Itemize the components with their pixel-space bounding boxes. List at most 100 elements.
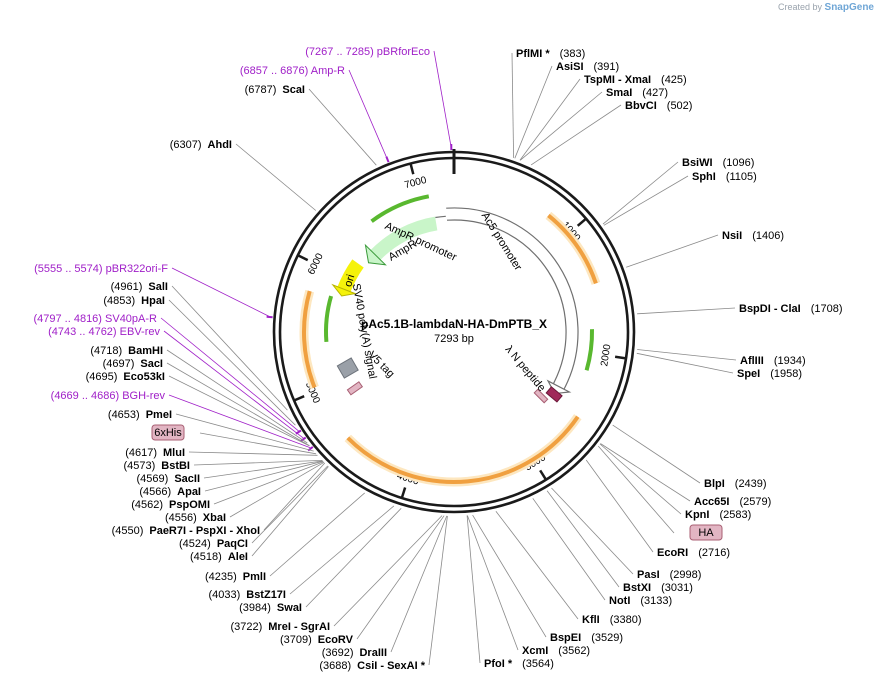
- enzyme-name: SalI: [148, 281, 168, 293]
- enzyme-site: (2583): [719, 509, 751, 521]
- enzyme-name: NotI: [609, 595, 630, 607]
- enzyme-site: (427): [642, 87, 668, 99]
- tick-mark: [576, 217, 587, 227]
- enzyme-site-label: SacI(4697): [103, 358, 163, 370]
- enzyme-site-label: AleI(4518): [190, 551, 248, 563]
- label-leader: [203, 460, 323, 479]
- enzyme-name: HpaI: [141, 295, 165, 307]
- enzyme-site-label: BlpI(2439): [704, 478, 767, 490]
- enzyme-site-label: AflIII(1934): [740, 355, 806, 367]
- label-leader: [251, 465, 329, 544]
- enzyme-site: (4617): [125, 447, 157, 459]
- label-leader: [467, 515, 519, 651]
- label-leader: [602, 161, 679, 225]
- enzyme-name: AhdI: [208, 139, 232, 151]
- backbone-inner-strand: [278, 156, 630, 508]
- label-leader: [171, 267, 271, 318]
- enzyme-site: (4562): [131, 499, 163, 511]
- plasmid-size: 7293 bp: [434, 333, 474, 345]
- enzyme-site-label: HpaI (4853): [103, 295, 165, 307]
- label-leader: [251, 466, 329, 557]
- feature-badge-label: 6xHis: [154, 427, 182, 439]
- label-leaders: [160, 50, 737, 666]
- label-leader: [519, 91, 603, 161]
- enzyme-name: XbaI: [203, 512, 226, 524]
- plasmid-name: pAc5.1B-lambdaN-HA-DmPTB_X: [361, 317, 547, 331]
- enzyme-name: PfoI *: [484, 658, 513, 670]
- enzyme-site-label: KpnI (2583): [685, 509, 751, 521]
- enzyme-site: (425): [661, 74, 687, 86]
- enzyme-site: (4556): [165, 512, 197, 524]
- label-leader: [168, 375, 310, 447]
- enzyme-site-label: SalI (4961): [111, 281, 168, 293]
- label-leader: [289, 505, 395, 595]
- enzyme-site-label: XbaI (4556): [165, 512, 226, 524]
- enzyme-site: (3562): [558, 645, 590, 657]
- enzyme-site: (4524): [179, 538, 211, 550]
- enzyme-site-label: BsiWI(1096): [682, 157, 754, 169]
- map-center: pAc5.1B-lambdaN-HA-DmPTB_X 7293 bp: [361, 317, 547, 345]
- enzyme-name: PmeI: [146, 409, 172, 421]
- tick-mark: [409, 163, 415, 175]
- enzyme-name: PmlI: [243, 571, 266, 583]
- label-leader: [603, 175, 689, 226]
- enzyme-site-label: XcmI(3562): [522, 645, 590, 657]
- label-leader: [551, 487, 634, 575]
- orf-arc-2-halo: [344, 414, 582, 487]
- enzyme-site: (4718): [90, 345, 122, 357]
- enzyme-name: PspOMI: [169, 499, 210, 511]
- enzyme-site: (3688): [319, 660, 351, 672]
- enzyme-name: SpeI: [737, 368, 760, 380]
- ampr-arrowhead: [364, 243, 387, 266]
- feature-badge: [689, 524, 723, 541]
- enzyme-name: PasI: [637, 569, 660, 581]
- lambda-n-peptide-mark: [545, 386, 563, 403]
- label-leader: [356, 515, 445, 640]
- enzyme-site-label: KflI(3380): [582, 614, 642, 626]
- label-leader: [163, 330, 305, 440]
- enzyme-site: (4550): [112, 525, 144, 537]
- enzyme-site-label: Eco53kI(4695): [86, 371, 165, 383]
- enzyme-name: PflMI *: [516, 48, 550, 60]
- enzyme-site-label: SphI(1105): [692, 171, 757, 183]
- label-leader: [530, 104, 622, 166]
- enzyme-name: CsiI - SexAI *: [357, 660, 426, 672]
- feature-badge-label: HA: [698, 527, 714, 539]
- enzyme-name: KflI: [582, 614, 600, 626]
- label-leader: [599, 443, 682, 515]
- enzyme-site-label: SwaI(3984): [239, 602, 302, 614]
- label-leader: [390, 515, 448, 653]
- ampr-promoter-arrow: [435, 215, 446, 219]
- orf-arc-3: [302, 290, 317, 389]
- enzyme-name: Eco53kI: [123, 371, 165, 383]
- enzyme-site: (4853): [103, 295, 135, 307]
- primer-label: (4669 .. 4686) BGH-rev: [51, 390, 166, 402]
- enzyme-site-label: MreI - SgrAI(3722): [230, 621, 330, 633]
- enzyme-site-label: Acc65I(2579): [694, 496, 771, 508]
- label-leader: [168, 394, 312, 449]
- enzyme-name: KpnI: [685, 509, 709, 521]
- enzyme-site: (2439): [735, 478, 767, 490]
- enzyme-site: (3133): [640, 595, 672, 607]
- enzyme-site-label: ApaI(4566): [139, 486, 201, 498]
- enzyme-site: (2579): [739, 496, 771, 508]
- feature-label: ori: [342, 273, 357, 288]
- enzyme-site: (3984): [239, 602, 271, 614]
- primer-binding-mark: [300, 436, 307, 442]
- enzyme-site: (4573): [123, 460, 155, 472]
- primer-binding-mark: [385, 156, 390, 163]
- enzyme-name: ScaI: [282, 84, 305, 96]
- enzyme-site: (6787): [245, 84, 277, 96]
- orf-arc-1: [547, 213, 598, 285]
- label-leader: [514, 65, 553, 159]
- label-leader: [532, 498, 606, 601]
- green-arc-1: [370, 194, 430, 223]
- enzyme-site: (4961): [111, 281, 143, 293]
- enzyme-site-label: BamHI(4718): [90, 345, 163, 357]
- enzyme-site-label: BstBI(4573): [123, 460, 190, 472]
- enzyme-name: SphI: [692, 171, 716, 183]
- ac5-promoter-arrow-inner: [446, 219, 567, 384]
- enzyme-site-label: PaeR7I - PspXI - XhoI(4550): [112, 525, 260, 537]
- enzyme-site: (391): [594, 61, 620, 73]
- label-leader: [636, 352, 734, 374]
